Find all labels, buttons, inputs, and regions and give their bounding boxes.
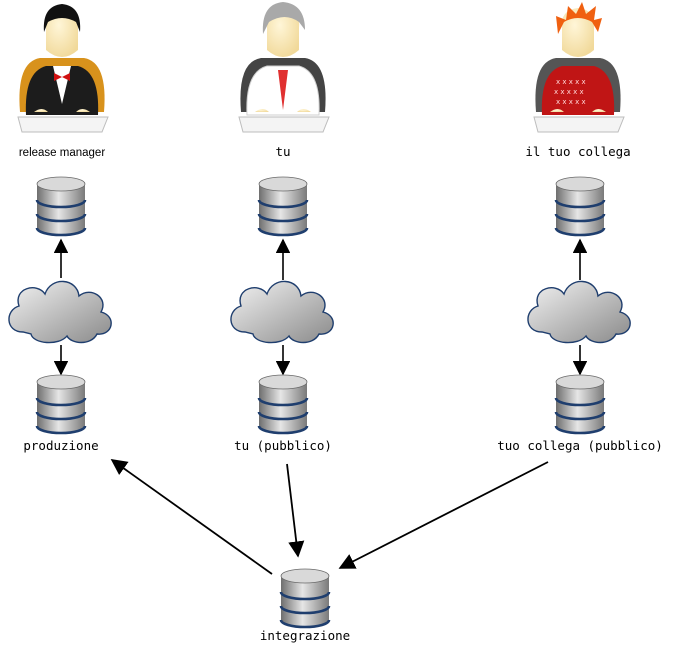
person-label: il tuo collega [525,144,630,159]
database-icon [554,374,606,435]
database-icon [554,176,606,237]
network-cloud-2 [230,280,334,344]
private-repo-release-manager [35,176,87,237]
svg-text:x x x x x: x x x x x [556,98,586,106]
repo-label: produzione [23,438,98,453]
person-label: tu [275,144,290,159]
repo-label: tuo collega (pubblico) [497,438,663,453]
svg-text:x x x x x: x x x x x [556,78,586,86]
person-colleague: x x x x x x x x x x x x x x x il tuo col… [525,2,631,159]
integration-repo: integrazione [260,568,350,643]
database-icon [257,176,309,237]
repo-label: integrazione [260,628,350,643]
public-repo-you: tu (pubblico) [234,374,332,453]
public-repo-production: produzione [23,374,99,453]
developer-at-keyboard-icon [238,2,330,133]
person-release-manager: release manager [17,4,109,159]
database-icon [35,374,87,435]
developer-at-keyboard-icon [17,4,109,133]
person-label: release manager [19,147,105,159]
cloud-icon [527,280,631,344]
cloud-icon [230,280,334,344]
database-icon [257,374,309,435]
repo-label: tu (pubblico) [234,438,332,453]
cloud-icon [8,280,112,344]
arrow-you-to-integration [286,463,305,558]
svg-text:x x x x x: x x x x x [554,88,584,96]
database-icon [35,176,87,237]
arrow-colleague-to-integration [338,461,549,569]
arrow-integration-to-production [110,459,273,575]
public-repo-colleague: tuo collega (pubblico) [497,374,663,453]
database-icon [279,568,331,629]
private-repo-colleague [554,176,606,237]
person-you: tu [238,2,330,159]
network-cloud-1 [8,280,112,344]
network-cloud-3 [527,280,631,344]
developer-at-keyboard-icon: x x x x x x x x x x x x x x x [533,2,625,133]
private-repo-you [257,176,309,237]
